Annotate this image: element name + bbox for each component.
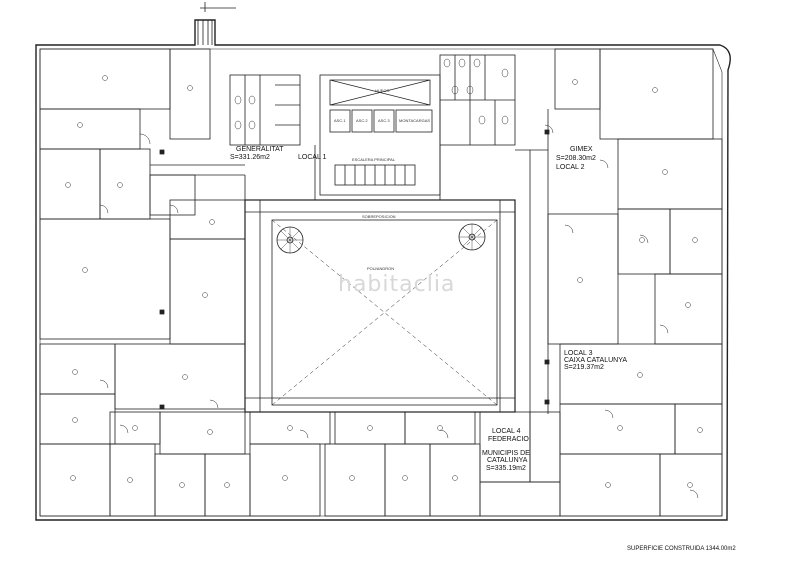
freight-elevator (395, 109, 433, 133)
toilet-block-left (229, 74, 301, 146)
sobreposicion-label: SOBREPOSICION (362, 214, 396, 219)
room-b11 (249, 411, 331, 445)
room-r6 (547, 213, 619, 345)
local-4-label: LOCAL 4 (492, 428, 521, 435)
room-b7 (384, 443, 431, 517)
main-stair-label: ESCALERA PRINCIPAL (352, 157, 396, 162)
room-b12 (334, 411, 406, 445)
elevator-3 (373, 109, 395, 133)
elevator-1 (329, 109, 351, 133)
local-3-label: LOCAL 3 (564, 350, 593, 357)
toilet-fixtures (234, 58, 509, 130)
atrium-cross (271, 219, 498, 406)
freight-elevator-label: MONTACARGAS (399, 118, 431, 123)
generalitat-area: S=331.26m2 (230, 154, 270, 161)
room-b6 (324, 443, 386, 517)
caixa-area: S=219.37m2 (564, 364, 604, 371)
room-b1 (39, 443, 111, 517)
room-l1 (39, 48, 171, 110)
columns (159, 129, 550, 410)
room-l7 (39, 218, 171, 340)
room-b13 (404, 411, 476, 445)
room-l5 (99, 148, 151, 220)
room-l4 (39, 148, 101, 220)
room-r3 (617, 138, 723, 210)
federacio-name: FEDERACIO (488, 436, 529, 443)
local-1-label: LOCAL 1 (298, 154, 327, 161)
room-b4 (204, 453, 251, 517)
toilet-partitions (244, 55, 515, 145)
door-swings (99, 124, 699, 499)
room-b15 (479, 481, 561, 517)
entrance-lines (197, 2, 236, 45)
corridor-walls (150, 109, 549, 414)
room-l9 (39, 343, 116, 395)
elevator-2 (351, 109, 373, 133)
room-l10 (114, 343, 246, 410)
light-fixtures (65, 75, 703, 488)
elevator-1-label: ASC.1 (334, 118, 346, 123)
room-r1 (554, 48, 601, 110)
patio-label: POU/ANDRON (367, 266, 395, 271)
catalunya-name: CATALUNYA (487, 457, 528, 464)
caixa-name: CAIXA CATALUNYA (564, 357, 628, 364)
elevator-shaft-cross (329, 79, 431, 106)
generalitat-name: GENERALITAT (236, 146, 284, 153)
room-b9 (109, 411, 161, 445)
atrium-outer (244, 199, 516, 413)
shaft-label: HUECO (375, 88, 390, 93)
room-l12 (169, 199, 246, 240)
atrium-gallery (245, 200, 515, 412)
room-l2 (169, 48, 211, 140)
gimex-name: GIMEX (570, 146, 593, 153)
room-b10 (159, 411, 246, 455)
room-l8 (169, 238, 246, 345)
room-b8 (429, 443, 481, 517)
room-b16 (529, 411, 561, 483)
watermark: habitaclia (338, 272, 456, 297)
room-r11 (559, 453, 661, 517)
local-2-label: LOCAL 2 (556, 164, 585, 171)
elevator-3-label: ASC.3 (378, 118, 390, 123)
main-stair-steps (344, 165, 406, 185)
room-r10 (674, 403, 723, 455)
elevator-2-label: ASC.2 (356, 118, 368, 123)
gimex-area: S=208.30m2 (556, 155, 596, 162)
room-b5 (249, 443, 321, 517)
room-l6 (149, 174, 196, 216)
federacio-area: S=335.19m2 (486, 465, 526, 472)
room-l3 (39, 108, 141, 150)
room-b3 (154, 453, 206, 517)
elevator-hall (319, 74, 441, 196)
surface-footer: SUPERFICIE CONSTRUIDA 1344.00m2 (627, 546, 736, 552)
room-r12 (659, 453, 723, 517)
room-r2 (599, 48, 714, 140)
atrium-inner (271, 219, 498, 406)
room-r7 (654, 273, 723, 345)
municipis-name: MUNICIPIS DE (482, 450, 530, 457)
room-r5 (669, 208, 723, 275)
outer-wall (35, 19, 731, 521)
